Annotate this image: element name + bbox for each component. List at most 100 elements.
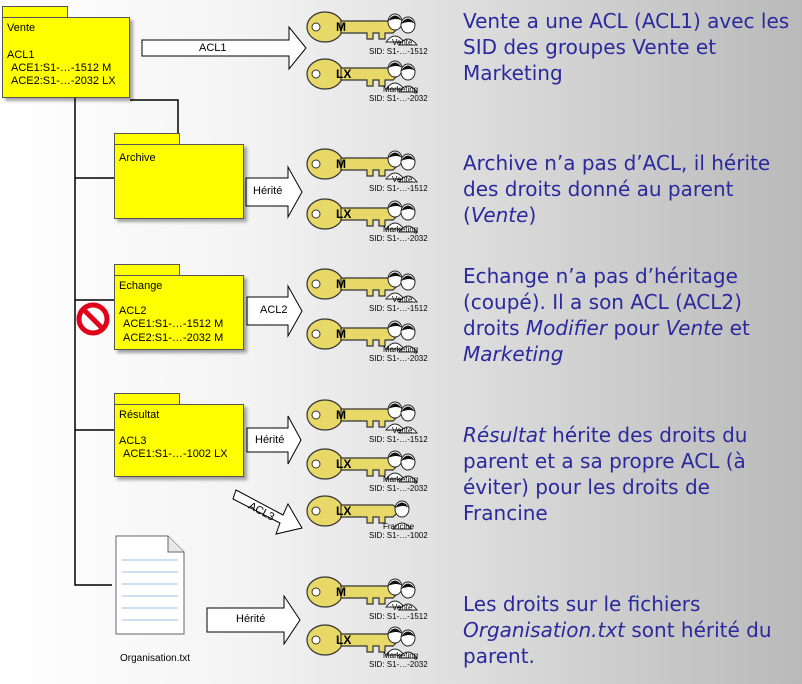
- sid-label: SID: S1-…-2032: [369, 354, 428, 363]
- folder-tab: [114, 133, 180, 146]
- arrow-label-acl1: ACL1: [199, 42, 227, 54]
- permission-letter: LX: [336, 67, 352, 81]
- folder-resultat[interactable]: Résultat ACL3 ACE1:S1-…-1002 LX: [114, 393, 244, 477]
- description-text: Archive n’a pas d’ACL, il hérite des dro…: [463, 151, 771, 227]
- sid-label: SID: S1-…-2032: [369, 660, 428, 669]
- user-group-icon: [384, 150, 419, 183]
- permission-letter: LX: [336, 633, 352, 647]
- arrow-herite-resultat: [246, 415, 302, 465]
- group-name: Vente: [392, 175, 413, 184]
- sid-label: SID: S1-…-2032: [369, 234, 428, 243]
- key-icon: [306, 495, 400, 527]
- description-emphasis: Vente: [665, 316, 724, 340]
- description-text: sont hérité du parent.: [463, 618, 772, 668]
- text-file-icon[interactable]: [114, 534, 186, 636]
- description-organisation: Les droits sur le fichiers Organisation.…: [463, 591, 793, 669]
- acl-title: ACL1: [7, 49, 35, 61]
- description-emphasis: Marketing: [463, 342, 564, 366]
- key-icon: [306, 624, 400, 656]
- group-name: Vente: [392, 38, 413, 47]
- sid-label: SID: S1-…-2032: [369, 484, 428, 493]
- user-group-icon: [391, 500, 413, 530]
- folder-name: Vente: [7, 22, 36, 34]
- arrow-label-herite-resultat: Hérité: [255, 434, 285, 446]
- folder-archive[interactable]: Archive: [114, 133, 244, 219]
- description-archive: Archive n’a pas d’ACL, il hérite des dro…: [463, 150, 793, 228]
- sid-label: SID: S1-…-1512: [369, 435, 428, 444]
- folder-body: Echange ACL2 ACE1:S1-…-1512 M ACE2:S1-…-…: [114, 275, 244, 350]
- description-emphasis: Modifier: [525, 316, 608, 340]
- ace-entry: ACE2:S1-…-2032 LX: [11, 75, 116, 87]
- sid-label: SID: S1-…-1512: [369, 184, 428, 193]
- folder-name: Résultat: [119, 409, 160, 421]
- folder-tab: [114, 264, 180, 277]
- description-text: pour: [607, 316, 666, 340]
- description-emphasis: Vente: [470, 203, 529, 227]
- arrow-acl1: [141, 25, 307, 71]
- group-name: Marketing: [383, 85, 419, 94]
- permission-letter: M: [336, 408, 346, 422]
- user-group-icon: [384, 270, 419, 303]
- acl-title: ACL3: [119, 435, 147, 447]
- arrow-label-herite-archive: Hérité: [253, 185, 283, 197]
- description-text: Les droits sur le fichiers: [463, 592, 701, 616]
- permission-letter: M: [336, 277, 346, 291]
- folder-body: Archive: [114, 144, 244, 219]
- folder-tab: [114, 393, 180, 406]
- file-name: Organisation.txt: [120, 653, 191, 664]
- permission-letter: M: [336, 157, 346, 171]
- blocked-inheritance-icon: [76, 302, 110, 336]
- permission-letter: M: [336, 585, 346, 599]
- folder-body: Vente ACL1 ACE1:S1-…-1512 M ACE2:S1-…-20…: [2, 17, 130, 98]
- group-name: Vente: [392, 295, 413, 304]
- description-text: ): [528, 203, 537, 227]
- user-group-icon: [384, 578, 419, 611]
- arrow-acl3: [232, 489, 303, 535]
- folder-tab: [2, 6, 68, 19]
- sid-label: SID: S1-…-1512: [369, 304, 428, 313]
- user-group-icon: [384, 401, 419, 434]
- ace-entry: ACE1:S1-…-1512 M: [11, 62, 112, 74]
- description-text: hérite des droits du parent et a sa prop…: [463, 423, 748, 525]
- permission-letter: LX: [336, 457, 352, 471]
- group-name: Francine: [383, 522, 415, 531]
- folder-name: Archive: [119, 152, 156, 164]
- sid-label: SID: S1-…-1512: [369, 612, 428, 621]
- ace-entry: ACE1:S1-…-1002 LX: [123, 448, 228, 460]
- user-group-icon: [384, 320, 419, 353]
- ace-entry: ACE2:S1-…-2032 M: [123, 332, 224, 344]
- permission-letter: LX: [336, 504, 352, 518]
- key-icon: [306, 58, 400, 90]
- permission-letter: LX: [336, 207, 352, 221]
- user-group-icon: [384, 13, 419, 46]
- permission-letter: M: [336, 20, 346, 34]
- permission-letter: M: [336, 327, 346, 341]
- sid-label: SID: S1-…-1002: [369, 531, 428, 540]
- key-icon: [306, 399, 400, 431]
- user-group-icon: [384, 60, 419, 93]
- arrow-acl2: [246, 284, 303, 338]
- user-group-icon: [384, 626, 419, 659]
- arrow-herite-archive: [245, 165, 303, 219]
- acl-title: ACL2: [119, 305, 147, 317]
- key-icon: [306, 148, 400, 180]
- folder-echange[interactable]: Echange ACL2 ACE1:S1-…-1512 M ACE2:S1-…-…: [114, 264, 244, 350]
- key-icon: [306, 576, 400, 608]
- key-icon: [306, 318, 400, 350]
- ace-entry: ACE1:S1-…-1512 M: [123, 318, 224, 330]
- description-text: et: [723, 316, 750, 340]
- tree-trunk: [74, 98, 112, 586]
- group-name: Vente: [392, 603, 413, 612]
- group-name: Marketing: [383, 475, 419, 484]
- arrow-label-acl2: ACL2: [260, 304, 288, 316]
- arrow-herite-file: [206, 594, 301, 646]
- description-vente: Vente a une ACL (ACL1) avec les SID des …: [463, 8, 793, 86]
- key-icon: [306, 448, 400, 480]
- description-resultat: Résultat hérite des droits du parent et …: [463, 422, 793, 526]
- group-name: Marketing: [383, 651, 419, 660]
- folder-vente[interactable]: Vente ACL1 ACE1:S1-…-1512 M ACE2:S1-…-20…: [2, 6, 130, 98]
- arrow-label-herite-file: Hérité: [236, 613, 266, 625]
